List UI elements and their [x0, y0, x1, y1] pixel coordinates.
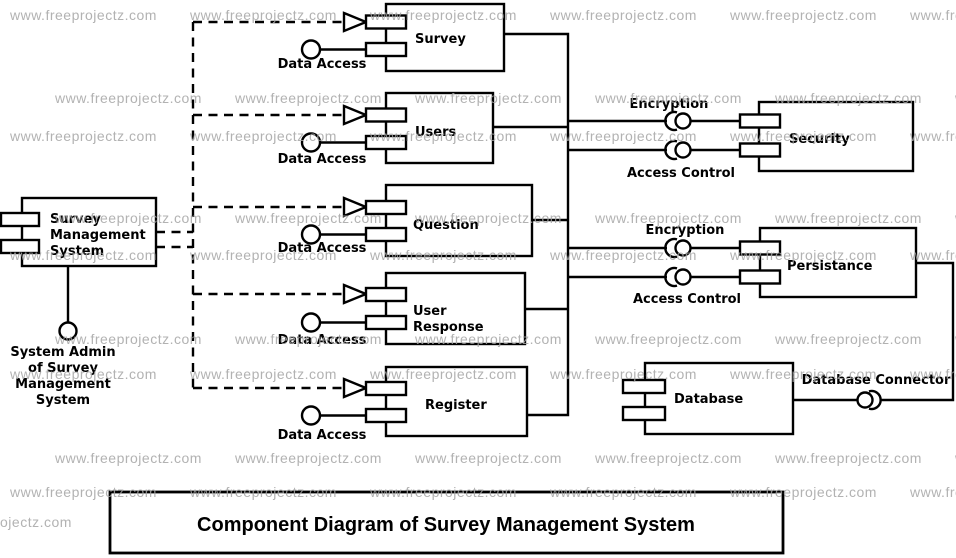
- sms-label-2: Management: [50, 228, 146, 243]
- port: [364, 226, 408, 243]
- port: [738, 269, 782, 285]
- encryption-socket-security: [664, 110, 692, 132]
- data-access-ball-question: [300, 224, 322, 245]
- database-connector-label: Database Connector: [802, 373, 951, 388]
- port: [364, 134, 408, 151]
- diagram-title: Component Diagram of Survey Management S…: [197, 514, 695, 536]
- user-response-label-2: Response: [413, 320, 484, 335]
- port: [364, 286, 408, 303]
- access-control-socket-security: [664, 139, 692, 161]
- port: [621, 405, 667, 422]
- arrowhead-user-response: [342, 283, 370, 305]
- sms-label-1: Survey: [50, 212, 101, 227]
- arrowhead-question: [342, 196, 370, 218]
- data-access-label-users: Data Access: [278, 152, 367, 167]
- dashed-dependency-trunk: [156, 20, 343, 390]
- data-access-ball-users: [300, 132, 322, 153]
- port: [364, 107, 408, 123]
- port: [738, 240, 782, 256]
- actor-label-1: System Admin: [10, 345, 115, 360]
- port: [0, 211, 41, 228]
- component-survey-management-system: Survey Management System: [0, 196, 158, 268]
- sms-label-3: System: [50, 244, 104, 259]
- persistance-label: Persistance: [787, 259, 873, 274]
- actor-label-4: System: [36, 393, 90, 408]
- access-control-socket-persistance: [664, 266, 692, 288]
- data-access-ball-survey: [300, 39, 322, 60]
- arrowhead-survey: [342, 11, 370, 33]
- users-label: Users: [415, 125, 457, 140]
- port: [364, 380, 408, 397]
- component-security: Security: [738, 100, 915, 173]
- security-label: Security: [789, 132, 850, 147]
- data-access-label-register: Data Access: [278, 428, 367, 443]
- access-control-label-security: Access Control: [627, 166, 735, 181]
- solid-wires: [66, 32, 955, 417]
- arrowhead-users: [342, 104, 370, 126]
- register-label: Register: [425, 398, 487, 413]
- component-question: Question: [364, 183, 534, 258]
- access-control-label-persistance: Access Control: [633, 292, 741, 307]
- data-access-label-survey: Data Access: [278, 57, 367, 72]
- actor-label-3: Management: [15, 377, 111, 392]
- encryption-label-persistance: Encryption: [646, 223, 725, 238]
- component-register: Register: [364, 365, 529, 438]
- question-label: Question: [413, 218, 479, 233]
- data-access-label-question: Data Access: [278, 241, 367, 256]
- port: [738, 113, 782, 129]
- user-response-label-1: User: [413, 304, 447, 319]
- encryption-socket-persistance: [664, 237, 692, 259]
- component-survey: Survey: [364, 2, 506, 73]
- port: [738, 142, 782, 158]
- port: [621, 378, 667, 395]
- component-database: Database: [621, 361, 795, 436]
- diagram-title-box: Component Diagram of Survey Management S…: [108, 490, 785, 555]
- port: [364, 41, 408, 58]
- data-access-ball-register: [300, 405, 322, 426]
- port: [364, 407, 408, 424]
- database-connector-ball-socket: [856, 389, 882, 411]
- data-access-ball-user-response: [300, 312, 322, 333]
- actor-label-2: of Survey: [28, 361, 98, 376]
- data-access-label-user-response: Data Access: [278, 333, 367, 348]
- port: [364, 14, 408, 30]
- actor-ball: [58, 321, 78, 341]
- port: [364, 199, 408, 216]
- database-label: Database: [674, 392, 743, 407]
- component-users: Users: [364, 91, 495, 165]
- component-persistance: Persistance: [738, 226, 918, 299]
- arrowhead-register: [342, 377, 370, 399]
- component-user-response: User Response: [364, 271, 527, 346]
- port: [364, 314, 408, 331]
- interface-labels: Data Access Data Access Data Access Data…: [278, 57, 951, 443]
- survey-label: Survey: [415, 32, 466, 47]
- encryption-label-security: Encryption: [630, 97, 709, 112]
- data-access-lollipops: [300, 39, 366, 426]
- system-admin-actor: System Admin of Survey Management System: [10, 321, 116, 408]
- port: [0, 238, 41, 255]
- dependency-arrowheads: [342, 11, 370, 399]
